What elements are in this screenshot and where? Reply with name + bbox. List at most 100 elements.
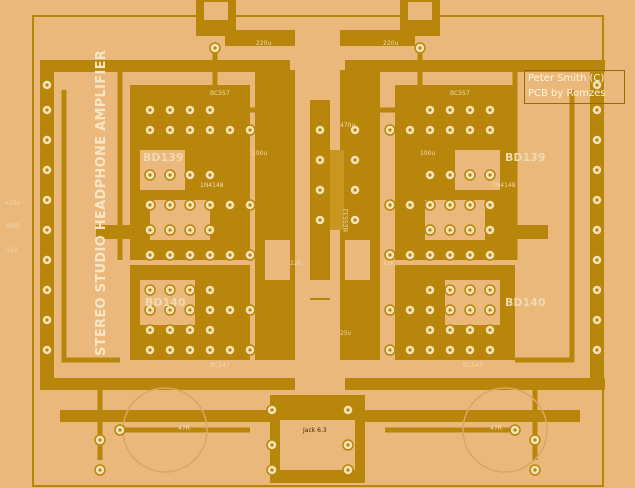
pad-hole	[168, 228, 172, 232]
pad-hole	[595, 138, 599, 142]
pad-hole	[488, 228, 492, 232]
pad-hole	[468, 308, 472, 312]
pad-hole	[448, 308, 452, 312]
label-25v: 25v	[340, 330, 352, 337]
pad-hole	[448, 228, 452, 232]
pad-hole	[45, 348, 49, 352]
pad-hole	[270, 408, 274, 412]
pad-hole	[168, 348, 172, 352]
pad-hole	[408, 128, 412, 132]
pad-hole	[595, 258, 599, 262]
label-220u-right: 220u	[383, 40, 399, 47]
pad-hole	[428, 348, 432, 352]
pad-hole	[208, 108, 212, 112]
label-bc557-right: BC557	[450, 90, 470, 97]
pad-hole	[118, 428, 122, 432]
pad-hole	[98, 468, 102, 472]
pad-hole	[188, 228, 192, 232]
pad-hole	[318, 128, 322, 132]
label-22k-right: 22k	[383, 260, 395, 267]
pad-hole	[448, 128, 452, 132]
pad-hole	[595, 198, 599, 202]
pad-hole	[468, 173, 472, 177]
pad-hole	[448, 253, 452, 257]
pad-hole	[533, 468, 537, 472]
label-diode-left: 1N4148	[200, 182, 224, 189]
pad-hole	[148, 328, 152, 332]
pad-hole	[488, 253, 492, 257]
pad-hole	[595, 83, 599, 87]
pad-hole	[488, 288, 492, 292]
pad-hole	[595, 108, 599, 112]
ic-body	[330, 150, 344, 230]
pad-hole	[45, 228, 49, 232]
pad-hole	[213, 46, 217, 50]
label-bd139-left: BD139	[143, 151, 184, 164]
pad-hole	[408, 348, 412, 352]
pad-hole	[148, 128, 152, 132]
pad-hole	[248, 128, 252, 132]
label-47r-right: 47R	[490, 425, 502, 432]
pad-hole	[168, 128, 172, 132]
pad-hole	[45, 83, 49, 87]
label-jack: Jack 6.3	[303, 427, 327, 434]
pad-hole	[208, 128, 212, 132]
pad-hole	[228, 203, 232, 207]
board-title: STEREO STUDIO HEADPHONE AMPLIFIER	[94, 49, 109, 356]
label-22k-left: 22k	[290, 260, 302, 267]
label-bd140-left: BD140	[145, 296, 186, 309]
pad-hole	[388, 203, 392, 207]
pad-hole	[488, 348, 492, 352]
pad-hole	[318, 188, 322, 192]
pad-hole	[468, 288, 472, 292]
pad-hole	[45, 108, 49, 112]
pad-hole	[45, 318, 49, 322]
pad-hole	[428, 128, 432, 132]
pad-hole	[168, 288, 172, 292]
right-speaker-outline	[462, 387, 548, 473]
label-gnd: GND	[6, 223, 20, 230]
pad-hole	[488, 203, 492, 207]
credit-box: Peter Smith (C) PCB by Romzes	[524, 70, 625, 104]
pad-hole	[208, 253, 212, 257]
label-100u-right: 100u	[420, 150, 436, 157]
label-bc547-right: BC547	[463, 362, 483, 369]
pad-hole	[270, 443, 274, 447]
pad-hole	[353, 158, 357, 162]
pad-hole	[148, 228, 152, 232]
pad-hole	[428, 308, 432, 312]
pad-hole	[488, 173, 492, 177]
pad-hole	[448, 288, 452, 292]
pad-hole	[188, 308, 192, 312]
pad-hole	[346, 408, 350, 412]
pad-hole	[188, 288, 192, 292]
pad-hole	[388, 308, 392, 312]
pad-hole	[388, 128, 392, 132]
pad-hole	[418, 46, 422, 50]
pad-hole	[208, 328, 212, 332]
pad-hole	[595, 318, 599, 322]
pad-hole	[488, 108, 492, 112]
pad-hole	[148, 308, 152, 312]
pad-hole	[408, 253, 412, 257]
pad-hole	[228, 308, 232, 312]
pad-hole	[353, 188, 357, 192]
pad-hole	[45, 258, 49, 262]
pad-hole	[188, 173, 192, 177]
pad-hole	[248, 308, 252, 312]
pad-hole	[188, 203, 192, 207]
pad-hole	[148, 253, 152, 257]
pad-hole	[353, 218, 357, 222]
pad-layer	[41, 42, 603, 476]
pad-hole	[148, 288, 152, 292]
label-neg-supply: -15v	[4, 247, 18, 254]
pad-hole	[468, 203, 472, 207]
pad-hole	[346, 443, 350, 447]
label-47r-left: 47R	[178, 425, 190, 432]
pad-hole	[248, 253, 252, 257]
pad-hole	[148, 203, 152, 207]
pad-hole	[228, 128, 232, 132]
label-diode-right: 1N4148	[492, 182, 516, 189]
pad-hole	[248, 203, 252, 207]
